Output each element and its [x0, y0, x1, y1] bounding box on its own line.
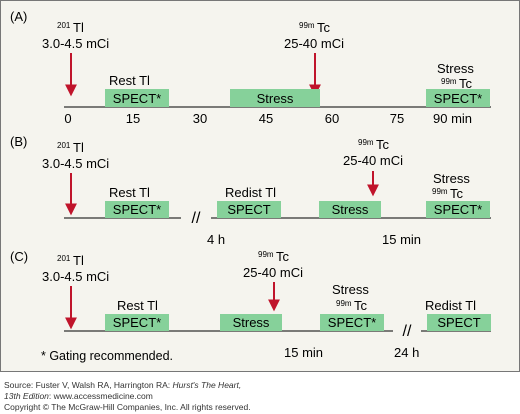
- panel-b-redist-spect-text: SPECT: [227, 202, 270, 217]
- panel-c-rest-spect-box: [105, 314, 169, 331]
- tick-label-90: 90 min: [433, 111, 472, 126]
- tick-label-15: 15: [126, 111, 140, 126]
- panel-c-tc-dose: 25-40 mCi: [243, 265, 303, 280]
- protocol-c: (C) 201 Tl 3.0-4.5 mCi 99m Tc 25-40 mCi …: [10, 249, 491, 360]
- panel-a-rest-spect-box: [105, 89, 169, 107]
- protocol-b: (B) 201 Tl 3.0-4.5 mCi 99m Tc 25-40 mCi …: [10, 134, 491, 247]
- panel-c-stress-isotope: 99m: [336, 299, 352, 308]
- panel-b-label: (B): [10, 134, 27, 149]
- panel-a-stress-text: Stress: [257, 91, 294, 106]
- source-book-title: Hurst's The Heart,: [172, 380, 242, 390]
- tick-label-30: 30: [193, 111, 207, 126]
- panel-b-tl-isotope: 201: [57, 141, 71, 150]
- panel-b-tl-element: Tl: [73, 140, 84, 155]
- panel-b-rest-spect-box: [105, 201, 169, 218]
- panel-b-stress-isotope: 99m: [432, 187, 448, 196]
- panel-b-tc-dose: 25-40 mCi: [343, 153, 403, 168]
- panel-b-tc-isotope: 99m: [358, 138, 374, 147]
- panel-a-stress-spect-text: SPECT*: [434, 91, 482, 106]
- panel-b-break-time: 4 h: [207, 232, 225, 247]
- source-edition-line: 13th Edition: www.accessmedicine.com: [4, 391, 153, 401]
- panel-b-tl-dose: 3.0-4.5 mCi: [42, 156, 109, 171]
- protocol-diagram-panel: (A) 201 Tl 3.0-4.5 mCi 99m Tc 25-40 mCi …: [0, 0, 520, 372]
- panel-a-tl-dose: 3.0-4.5 mCi: [42, 36, 109, 51]
- source-prefix: Source: Fuster V, Walsh RA, Harrington R…: [4, 380, 173, 390]
- copyright-notice: Copyright © The McGraw-Hill Companies, I…: [4, 402, 251, 412]
- panel-c-stress-spect-box: [320, 314, 384, 331]
- panel-c-stress-spect-text: SPECT*: [328, 315, 376, 330]
- panel-a-stress-isotope: 99m: [441, 77, 457, 86]
- panel-b-rest-spect-text: SPECT*: [113, 202, 161, 217]
- panel-b-redist-spect-box: [217, 201, 281, 218]
- panel-a-time-axis: 0 15 30 45 60 75 90 min: [64, 111, 472, 126]
- panel-b-stress-box: [319, 201, 381, 218]
- panel-b-redist-label: Redist Tl: [225, 185, 276, 200]
- panel-c-redist-spect-text: SPECT: [437, 315, 480, 330]
- panel-c-stress-text: Stress: [233, 315, 270, 330]
- panel-a-tc-element: Tc: [317, 20, 331, 35]
- panel-a-stress-element: Tc: [459, 76, 473, 91]
- tick-label-0: 0: [64, 111, 71, 126]
- panel-b-tc-element: Tc: [376, 137, 390, 152]
- panel-b-stress-spect-box: [426, 201, 490, 218]
- panel-a-tc-isotope: 99m: [299, 21, 315, 30]
- panel-c-stress-element: Tc: [354, 298, 368, 313]
- source-edition: 13th Edition: [4, 391, 49, 401]
- panel-b-stress-label: Stress: [433, 171, 470, 186]
- tick-label-45: 45: [259, 111, 273, 126]
- panel-c-break-time: 24 h: [394, 345, 419, 360]
- tick-label-75: 75: [390, 111, 404, 126]
- panel-a-label: (A): [10, 9, 27, 24]
- panel-c-tc-element: Tc: [276, 249, 290, 264]
- panel-a-rest-label: Rest Tl: [109, 73, 150, 88]
- panel-a-tc-dose: 25-40 mCi: [284, 36, 344, 51]
- panel-c-time-label: 15 min: [284, 345, 323, 360]
- panel-c-rest-spect-text: SPECT*: [113, 315, 161, 330]
- panel-a-stress-box: [230, 89, 320, 107]
- source-citation: Source: Fuster V, Walsh RA, Harrington R…: [4, 380, 241, 390]
- panel-c-tl-element: Tl: [73, 253, 84, 268]
- source-website: : www.accessmedicine.com: [48, 391, 153, 401]
- panel-a-stress-spect-box: [426, 89, 490, 107]
- panel-a-stress-label: Stress: [437, 61, 474, 76]
- panel-b-time-label: 15 min: [382, 232, 421, 247]
- panel-b-rest-label: Rest Tl: [109, 185, 150, 200]
- panel-c-time-break: //: [403, 323, 412, 340]
- protocol-a: (A) 201 Tl 3.0-4.5 mCi 99m Tc 25-40 mCi …: [10, 9, 491, 126]
- panel-c-label: (C): [10, 249, 28, 264]
- protocol-diagram: (A) 201 Tl 3.0-4.5 mCi 99m Tc 25-40 mCi …: [10, 9, 491, 363]
- panel-c-tl-dose: 3.0-4.5 mCi: [42, 269, 109, 284]
- panel-c-stress-label: Stress: [332, 282, 369, 297]
- panel-a-rest-spect-text: SPECT*: [113, 91, 161, 106]
- panel-b-stress-text: Stress: [332, 202, 369, 217]
- panel-c-redist-spect-box: [427, 314, 491, 331]
- panel-c-tl-isotope: 201: [57, 254, 71, 263]
- panel-c-tc-isotope: 99m: [258, 250, 274, 259]
- panel-a-tl-isotope: 201: [57, 21, 71, 30]
- panel-b-stress-spect-text: SPECT*: [434, 202, 482, 217]
- panel-b-stress-element: Tc: [450, 186, 464, 201]
- panel-c-stress-box: [220, 314, 282, 331]
- tick-label-60: 60: [325, 111, 339, 126]
- panel-c-redist-label: Redist Tl: [425, 298, 476, 313]
- panel-c-rest-label: Rest Tl: [117, 298, 158, 313]
- panel-a-tl-element: Tl: [73, 20, 84, 35]
- footnote: * Gating recommended.: [41, 349, 173, 363]
- panel-b-time-break: //: [192, 210, 201, 227]
